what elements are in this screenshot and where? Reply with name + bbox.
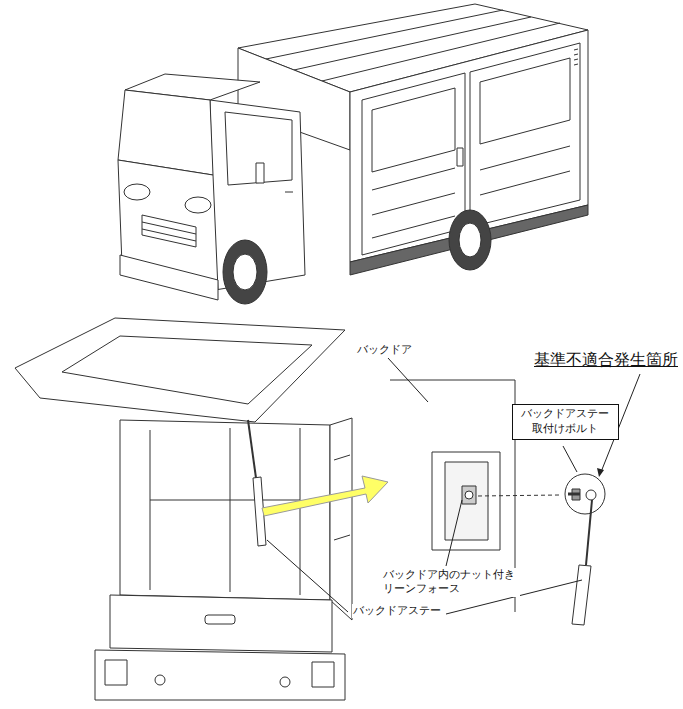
callout-text: バックドアステー 取付けボルト (518, 407, 613, 437)
part-label: バックドア (356, 343, 413, 357)
nonconformity-title: 基準不適合発生箇所 (533, 350, 679, 371)
part-label: バックドアステー (352, 604, 442, 618)
callout-box: バックドアステー 取付けボルト (512, 404, 619, 440)
part-label: バックドア内のナット付き リーンフォース (382, 568, 520, 597)
